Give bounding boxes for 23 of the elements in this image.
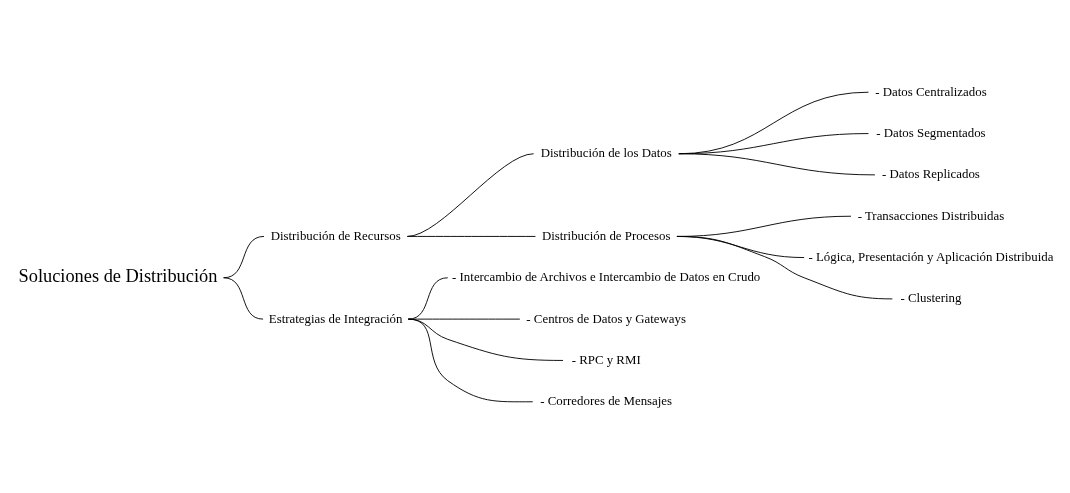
connector bbox=[678, 152, 876, 175]
node-text: - Lógica, Presentación y Aplicación Distribuida bbox=[808, 249, 1054, 264]
node-text: Soluciones de Distribución bbox=[18, 265, 218, 286]
connector bbox=[407, 318, 564, 361]
node-text: - Intercambio de Archivos e Intercambio de Datos en Crudo bbox=[452, 269, 761, 284]
connector bbox=[676, 235, 893, 299]
node-text: - Centros de Datos y Gateways bbox=[526, 311, 687, 326]
connector bbox=[406, 152, 535, 237]
node-text: - Datos Centralizados bbox=[875, 84, 987, 99]
connector bbox=[407, 318, 521, 320]
connector bbox=[407, 318, 534, 402]
node-text: - Datos Segmentados bbox=[876, 125, 986, 140]
node-text: Distribución de Procesos bbox=[541, 228, 671, 243]
connector bbox=[223, 276, 264, 320]
node-text: Distribución de los Datos bbox=[540, 145, 672, 160]
connector bbox=[406, 235, 536, 237]
node-text: - RPC y RMI bbox=[571, 352, 641, 367]
node-text: - Corredores de Mensajes bbox=[540, 393, 673, 408]
node-text: - Clustering bbox=[900, 290, 962, 305]
node-text: - Datos Replicados bbox=[882, 166, 980, 181]
node-text: Estrategias de Integración bbox=[268, 311, 403, 326]
node-text: Distribución de Recursos bbox=[270, 228, 401, 243]
node-text: - Transacciones Distribuidas bbox=[857, 208, 1005, 223]
